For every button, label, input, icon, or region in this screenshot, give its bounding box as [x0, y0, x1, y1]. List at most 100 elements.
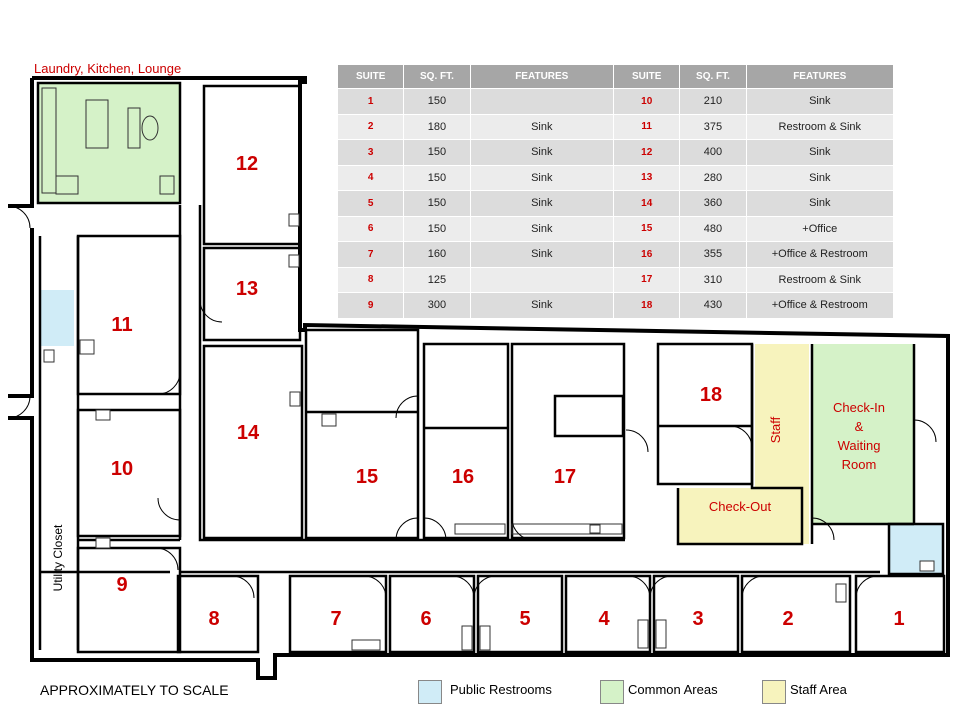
legend-swatch-restrooms — [418, 680, 442, 704]
room-13-label: 13 — [236, 278, 258, 300]
table-cell-suite: 3 — [338, 139, 405, 165]
table-cell-sqft: 150 — [403, 139, 471, 165]
col-header: SQ. FT. — [679, 65, 747, 89]
laundry-kitchen-lounge-label: Laundry, Kitchen, Lounge — [34, 61, 181, 76]
col-header: SUITE — [338, 65, 405, 89]
table-cell-features: Sink — [470, 215, 615, 242]
room-3-label: 3 — [692, 608, 703, 630]
table-cell-suite2: 18 — [613, 292, 681, 318]
col-header: SQ. FT. — [403, 65, 471, 89]
table-cell-sqft2: 375 — [679, 113, 747, 140]
room-3-wall — [652, 574, 740, 654]
room-1-label: 1 — [893, 608, 904, 630]
room-2-label: 2 — [782, 608, 793, 630]
restroom-17-wall — [553, 394, 625, 438]
room-11-wall — [76, 234, 182, 396]
table-cell-sqft2: 310 — [679, 266, 747, 293]
table-cell-suite2: 14 — [613, 190, 681, 216]
appliance — [55, 175, 79, 195]
sink-15 — [321, 413, 337, 427]
door-swing — [473, 575, 497, 599]
laundry-kitchen-lounge-area — [38, 83, 180, 203]
room-12-label: 12 — [236, 153, 258, 175]
table-cell-sqft2: 360 — [679, 190, 747, 216]
table-cell-features2: Sink — [746, 164, 895, 191]
room-17-wall — [510, 342, 626, 540]
laundry-room-wall — [36, 81, 182, 205]
room-9-wall — [76, 546, 182, 654]
door-swing — [157, 497, 181, 521]
counter — [41, 87, 57, 194]
table-cell-sqft: 150 — [403, 164, 471, 191]
table-cell-suite2: 12 — [613, 139, 681, 165]
table-cell-sqft2: 210 — [679, 88, 747, 114]
sink-4 — [637, 619, 649, 649]
table — [85, 99, 109, 149]
col-header: FEATURES — [470, 65, 615, 89]
door-swing — [157, 371, 181, 395]
room-11-label: 11 — [111, 314, 132, 336]
checkin-label-1: Check-In — [833, 400, 885, 415]
legend-swatch-staff — [762, 680, 786, 704]
suite-table: SUITE SQ. FT. FEATURES SUITE SQ. FT. FEA… — [338, 65, 895, 318]
sink-5 — [479, 625, 491, 651]
checkout-area — [678, 488, 802, 544]
table-header-row: SUITE SQ. FT. FEATURES SUITE SQ. FT. FEA… — [338, 65, 895, 89]
door-swing — [199, 299, 223, 323]
door-swing — [363, 575, 387, 599]
utility-closet-label: Utility Closet — [51, 524, 65, 591]
checkin-label-4: Room — [842, 457, 877, 472]
room-8-label: 8 — [208, 608, 219, 630]
room-9-label: 9 — [116, 574, 127, 596]
table-cell-features2: +Office & Restroom — [746, 292, 895, 318]
table-cell-features: Sink — [470, 292, 615, 318]
table-cell-sqft2: 280 — [679, 164, 747, 191]
table-cell-sqft: 150 — [403, 215, 471, 242]
table-cell-suite: 4 — [338, 164, 405, 191]
col-header: FEATURES — [746, 65, 895, 89]
room-2-wall — [740, 574, 852, 654]
room-14-label: 14 — [237, 422, 260, 444]
table-cell-features2: Restroom & Sink — [746, 266, 895, 293]
counter-16 — [454, 523, 506, 535]
sink-17 — [589, 524, 601, 534]
table-cell-sqft2: 480 — [679, 215, 747, 242]
checkin-label-2: & — [855, 419, 864, 434]
legend-label-common: Common Areas — [628, 682, 718, 697]
room-5-label: 5 — [519, 608, 530, 630]
table-cell-suite2: 15 — [613, 215, 681, 242]
counter-17 — [511, 523, 623, 535]
checkin-area — [813, 344, 914, 524]
table-cell-suite2: 11 — [613, 113, 681, 140]
door-swing — [729, 425, 753, 449]
room-4-wall — [564, 574, 652, 654]
table-cell-features2: +Office & Restroom — [746, 241, 895, 267]
door-swing — [811, 517, 835, 541]
col-header: SUITE — [613, 65, 681, 89]
door-swing — [649, 575, 673, 599]
room-15-wall — [304, 328, 420, 540]
table-cell-features: Sink — [470, 190, 615, 216]
door-swing — [423, 517, 447, 541]
sink-11 — [79, 339, 95, 355]
table-cell-features: Sink — [470, 164, 615, 191]
room-7-label: 7 — [330, 608, 341, 630]
public-restroom-wall — [887, 522, 945, 576]
table-cell-suite2: 13 — [613, 164, 681, 191]
room-8-wall — [176, 574, 260, 654]
table-cell-suite: 5 — [338, 190, 405, 216]
chair — [141, 115, 159, 141]
staff-wall — [676, 344, 804, 546]
door-swing — [451, 575, 475, 599]
checkout-label: Check-Out — [709, 499, 772, 514]
door-swing — [395, 517, 419, 541]
table-cell-suite: 7 — [338, 241, 405, 267]
table-cell-sqft2: 430 — [679, 292, 747, 318]
table-cell-features: Sink — [470, 241, 615, 267]
appliance — [159, 175, 175, 195]
legend-swatch-common — [600, 680, 624, 704]
room-10-label: 10 — [111, 458, 133, 480]
